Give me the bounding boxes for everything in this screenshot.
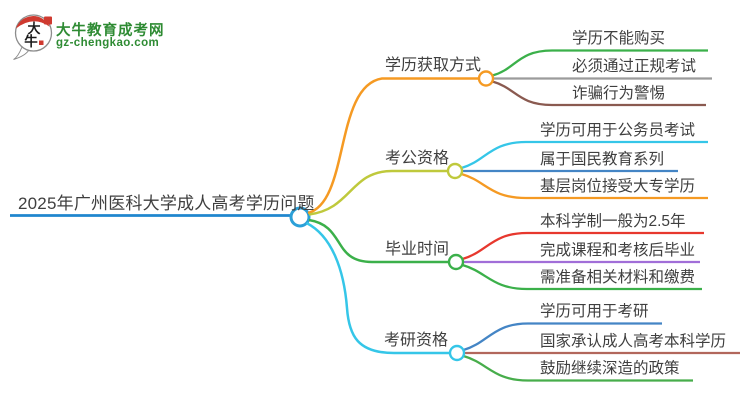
leaf-line-further-study-policy: [463, 354, 693, 382]
leaf-label-program-length[interactable]: 本科学制一般为2.5年: [540, 213, 686, 230]
logo-small-seal: [39, 40, 44, 45]
leaf-line-civil-exam-use: [461, 140, 708, 170]
leaf-label-state-recognized[interactable]: 国家承认成人高考本科学历: [540, 333, 727, 350]
branch-node-circle-postgrad[interactable]: [448, 344, 466, 362]
leaf-label-postgrad-use[interactable]: 学历可用于考研: [540, 303, 649, 320]
site-name: 大牛教育成考网: [56, 23, 165, 39]
logo-char-bottom: 牛: [24, 33, 38, 49]
leaf-label-materials-fees[interactable]: 需准备相关材料和缴费: [540, 269, 696, 286]
leaf-label-grassroots-posts[interactable]: 基层岗位接受大专学历: [540, 178, 696, 195]
leaf-line-fraud-alert: [492, 80, 706, 107]
leaf-label-complete-courses[interactable]: 完成课程和考核后毕业: [540, 242, 696, 259]
branch-node-circle-civil-service[interactable]: [446, 162, 464, 180]
branch-curve-graduation-time: [308, 218, 449, 264]
leaf-line-no-purchase: [492, 49, 708, 77]
leaf-label-national-education[interactable]: 属于国民教育系列: [540, 151, 665, 168]
leaf-line-grassroots-posts: [461, 172, 708, 200]
leaf-line-program-length: [462, 231, 704, 261]
logo-mark: 大 牛: [13, 14, 53, 60]
site-domain: gz-chengkao.com: [56, 37, 160, 49]
branch-curve-acquisition-method: [307, 77, 479, 215]
logo-red-beret: [16, 16, 50, 29]
root-node-circle[interactable]: [289, 206, 311, 228]
branch-label-graduation-time[interactable]: 毕业时间: [385, 241, 450, 258]
leaf-label-civil-exam-use[interactable]: 学历可用于公务员考试: [540, 122, 696, 139]
leaf-line-materials-fees: [462, 263, 702, 291]
leaf-label-fraud-alert[interactable]: 诈骗行为警惕: [572, 85, 666, 102]
branch-label-acquisition-method[interactable]: 学历获取方式: [385, 57, 482, 74]
branch-label-postgrad-eligibility[interactable]: 考研资格: [384, 332, 449, 349]
branch-curve-civil-service: [308, 169, 448, 216]
branch-curve-postgrad: [305, 221, 450, 355]
logo-char-top: 大: [27, 21, 40, 36]
speech-bubble-tail: [13, 46, 30, 60]
leaf-label-no-purchase[interactable]: 学历不能购买: [572, 30, 666, 47]
logo-seal-stamp: [44, 16, 52, 25]
leaf-line-postgrad-use: [463, 322, 662, 352]
watermark-logo[interactable]: 大 牛 大牛教育成考网 gz-chengkao.com: [0, 0, 170, 62]
branch-node-circle-graduation-time[interactable]: [447, 253, 465, 271]
branch-node-circle-acquisition-method[interactable]: [477, 70, 495, 87]
root-topic-label[interactable]: 2025年广州医科大学成人高考学历问题: [18, 194, 315, 213]
leaf-label-further-study-policy[interactable]: 鼓励继续深造的政策: [540, 360, 680, 377]
branch-label-civil-service-eligibility[interactable]: 考公资格: [385, 150, 450, 167]
leaf-label-formal-exam[interactable]: 必须通过正规考试: [572, 58, 697, 75]
